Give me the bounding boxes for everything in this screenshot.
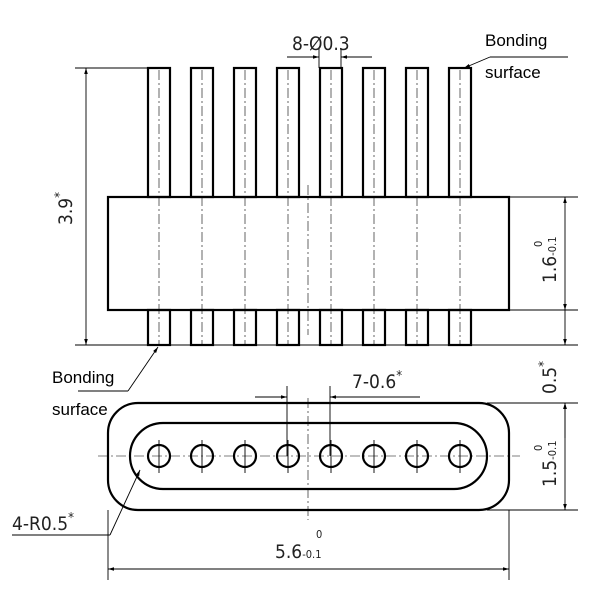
body-height-dimension: 1.6-0.1 0 bbox=[532, 237, 561, 284]
corner-radius-dimension: 4-R0.5* bbox=[12, 511, 74, 535]
surface-label-top: surface bbox=[485, 63, 541, 82]
svg-text:3.9*: 3.9* bbox=[53, 192, 77, 225]
svg-text:0: 0 bbox=[316, 528, 322, 541]
width-dimension: 5.6-0.1 0 bbox=[275, 528, 322, 563]
total-height-dimension: 3.9* bbox=[53, 192, 77, 225]
outer-outline bbox=[106, 401, 511, 512]
svg-text:1.5-0.1: 1.5-0.1 bbox=[539, 441, 561, 488]
leader-line bbox=[463, 56, 491, 69]
svg-text:5.6-0.1: 5.6-0.1 bbox=[275, 541, 322, 563]
leader-line bbox=[109, 469, 141, 536]
surface-label-bottom: surface bbox=[52, 400, 108, 419]
bonding-label-top: Bonding bbox=[485, 31, 547, 50]
connector-body bbox=[106, 195, 511, 312]
svg-text:0: 0 bbox=[532, 241, 545, 247]
svg-text:0: 0 bbox=[532, 445, 545, 451]
leader-line bbox=[127, 346, 159, 392]
pin-length-dimension: 0.5* bbox=[537, 361, 561, 394]
svg-text:1.6-0.1: 1.6-0.1 bbox=[539, 237, 561, 284]
depth-dimension: 1.5-0.1 0 bbox=[532, 441, 561, 488]
bottom-view bbox=[98, 398, 520, 520]
front-view bbox=[106, 66, 511, 347]
svg-text:0.5*: 0.5* bbox=[537, 361, 561, 394]
pitch-dimension: 7-0.6* bbox=[352, 369, 402, 393]
pin-diameter-dimension: 8-Ø0.3 bbox=[292, 33, 350, 55]
bonding-label-bottom: Bonding bbox=[52, 368, 114, 387]
